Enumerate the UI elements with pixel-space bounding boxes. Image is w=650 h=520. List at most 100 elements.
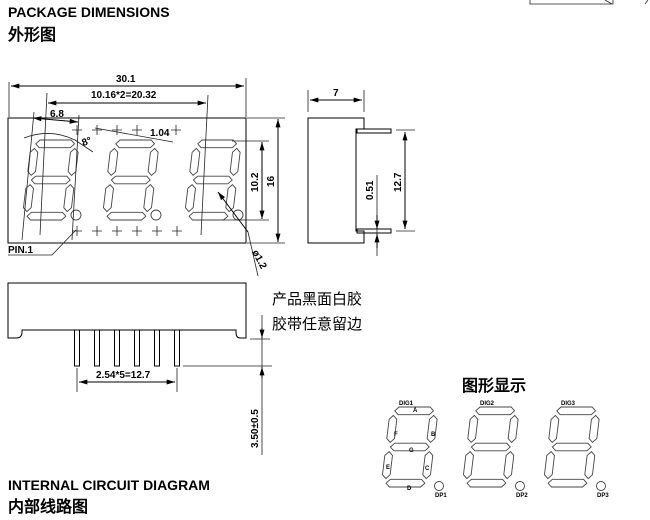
segment-a <box>115 139 156 149</box>
segment-f <box>548 414 560 444</box>
front-dp-2 <box>150 209 162 221</box>
segment-e <box>544 450 555 480</box>
pin-mark <box>92 125 102 135</box>
digit-label-2: DIG2 <box>480 401 495 407</box>
display-digit-2 <box>463 406 519 488</box>
overall-width-label: 30.1 <box>116 74 136 85</box>
note-line-2: 胶带任意留边 <box>272 315 362 333</box>
segment-e <box>23 183 34 213</box>
segment-b <box>229 147 241 177</box>
segment-d <box>547 478 588 488</box>
segment-d <box>26 211 67 221</box>
segment-label-f: F <box>394 432 398 438</box>
pin-position-marks <box>72 125 182 236</box>
segment-e <box>185 183 196 213</box>
segment-d <box>385 478 426 488</box>
pin-mark <box>92 226 102 236</box>
segment-e <box>463 450 474 480</box>
segment-width-label: 1.04 <box>150 128 170 139</box>
side-view: 7 12.7 0.51 <box>307 88 415 256</box>
segment-label-g: G <box>409 448 414 454</box>
pin-pitch-label: 2.54*5=12.7 <box>96 370 151 381</box>
segment-label-b: B <box>431 432 436 438</box>
pin-row-spacing-label: 12.7 <box>393 172 404 192</box>
segment-g <box>470 442 511 452</box>
display-dp-1 <box>434 481 444 491</box>
segment-c <box>143 183 155 213</box>
segment-a <box>556 406 597 416</box>
pin-mark <box>112 226 122 236</box>
segment-b <box>588 414 600 444</box>
segment-g <box>30 175 71 185</box>
front-digit-3 <box>185 139 241 221</box>
front-body-outline <box>7 117 247 244</box>
pin-1 <box>74 329 80 367</box>
partial-frame <box>529 0 649 5</box>
segment-a <box>475 406 516 416</box>
digit-label-3: DIG3 <box>561 401 576 407</box>
pin-5 <box>154 329 160 367</box>
pin-4 <box>134 329 140 367</box>
segment-c <box>584 450 596 480</box>
note-line-1: 产品黑面白胶 <box>272 290 362 308</box>
digit-height-label: 10.2 <box>250 172 261 192</box>
bottom-view: 2.54*5=12.7 3.50±0.5 <box>7 282 272 455</box>
digit-label-1: DIG1 <box>399 401 414 407</box>
display-digit-1 <box>382 406 438 488</box>
pin-mark <box>72 125 82 135</box>
segment-g <box>192 175 233 185</box>
segment-f <box>467 414 479 444</box>
pin-mark <box>171 125 181 135</box>
display-digit-3 <box>544 406 600 488</box>
segment-f <box>189 147 201 177</box>
segment-c <box>422 450 434 480</box>
segment-b <box>507 414 519 444</box>
front-digit-2 <box>103 139 159 221</box>
segment-b <box>147 147 159 177</box>
segment-c <box>225 183 237 213</box>
segment-g <box>110 175 151 185</box>
segment-f <box>107 147 119 177</box>
segment-a <box>197 139 238 149</box>
pin-6 <box>174 329 180 367</box>
depth-label: 7 <box>333 88 339 99</box>
display-pattern-title: 图形显示 <box>462 376 526 395</box>
front-digits <box>23 139 244 221</box>
pin-mark <box>132 125 142 135</box>
front-digit-1 <box>23 139 79 221</box>
segment-d <box>188 211 229 221</box>
pin-length-label: 3.50±0.5 <box>250 409 261 448</box>
dp-label-1: DP1 <box>435 493 447 499</box>
segment-label-e: E <box>386 465 390 471</box>
pin-mark <box>172 226 182 236</box>
segment-label-a: A <box>413 408 418 414</box>
front-view: 30.1 10.16*2=20.32 6.8 8° 1.04 10.2 16 ø… <box>7 74 285 277</box>
digit-pitch-label: 10.16*2=20.32 <box>91 90 157 101</box>
segment-e <box>382 450 393 480</box>
pin-mark <box>72 226 82 236</box>
display-dp-2 <box>515 481 525 491</box>
pin1-label: PIN.1 <box>8 245 33 256</box>
segment-c <box>503 450 515 480</box>
segment-d <box>106 211 147 221</box>
internal-circuit-title: INTERNAL CIRCUIT DIAGRAM <box>8 477 210 493</box>
pin-thickness-label: 0.51 <box>365 180 376 200</box>
dp-diameter-label: ø1.2 <box>249 248 268 271</box>
segment-a <box>35 139 76 149</box>
overall-height-label: 16 <box>266 175 277 187</box>
segment-d <box>466 478 507 488</box>
segment-g <box>389 442 430 452</box>
segment-b <box>426 414 438 444</box>
pins <box>74 329 180 367</box>
slant-angle-label: 8° <box>81 135 94 149</box>
digit-width-label: 6.8 <box>50 109 64 120</box>
dp-label-3: DP3 <box>597 493 609 499</box>
pin-3 <box>114 329 120 367</box>
segment-a <box>394 406 435 416</box>
segment-c <box>63 183 75 213</box>
internal-circuit-title-cn: 内部线路图 <box>8 497 88 516</box>
segment-label-d: D <box>407 486 412 492</box>
pin-mark <box>132 226 142 236</box>
pin-mark <box>112 125 122 135</box>
